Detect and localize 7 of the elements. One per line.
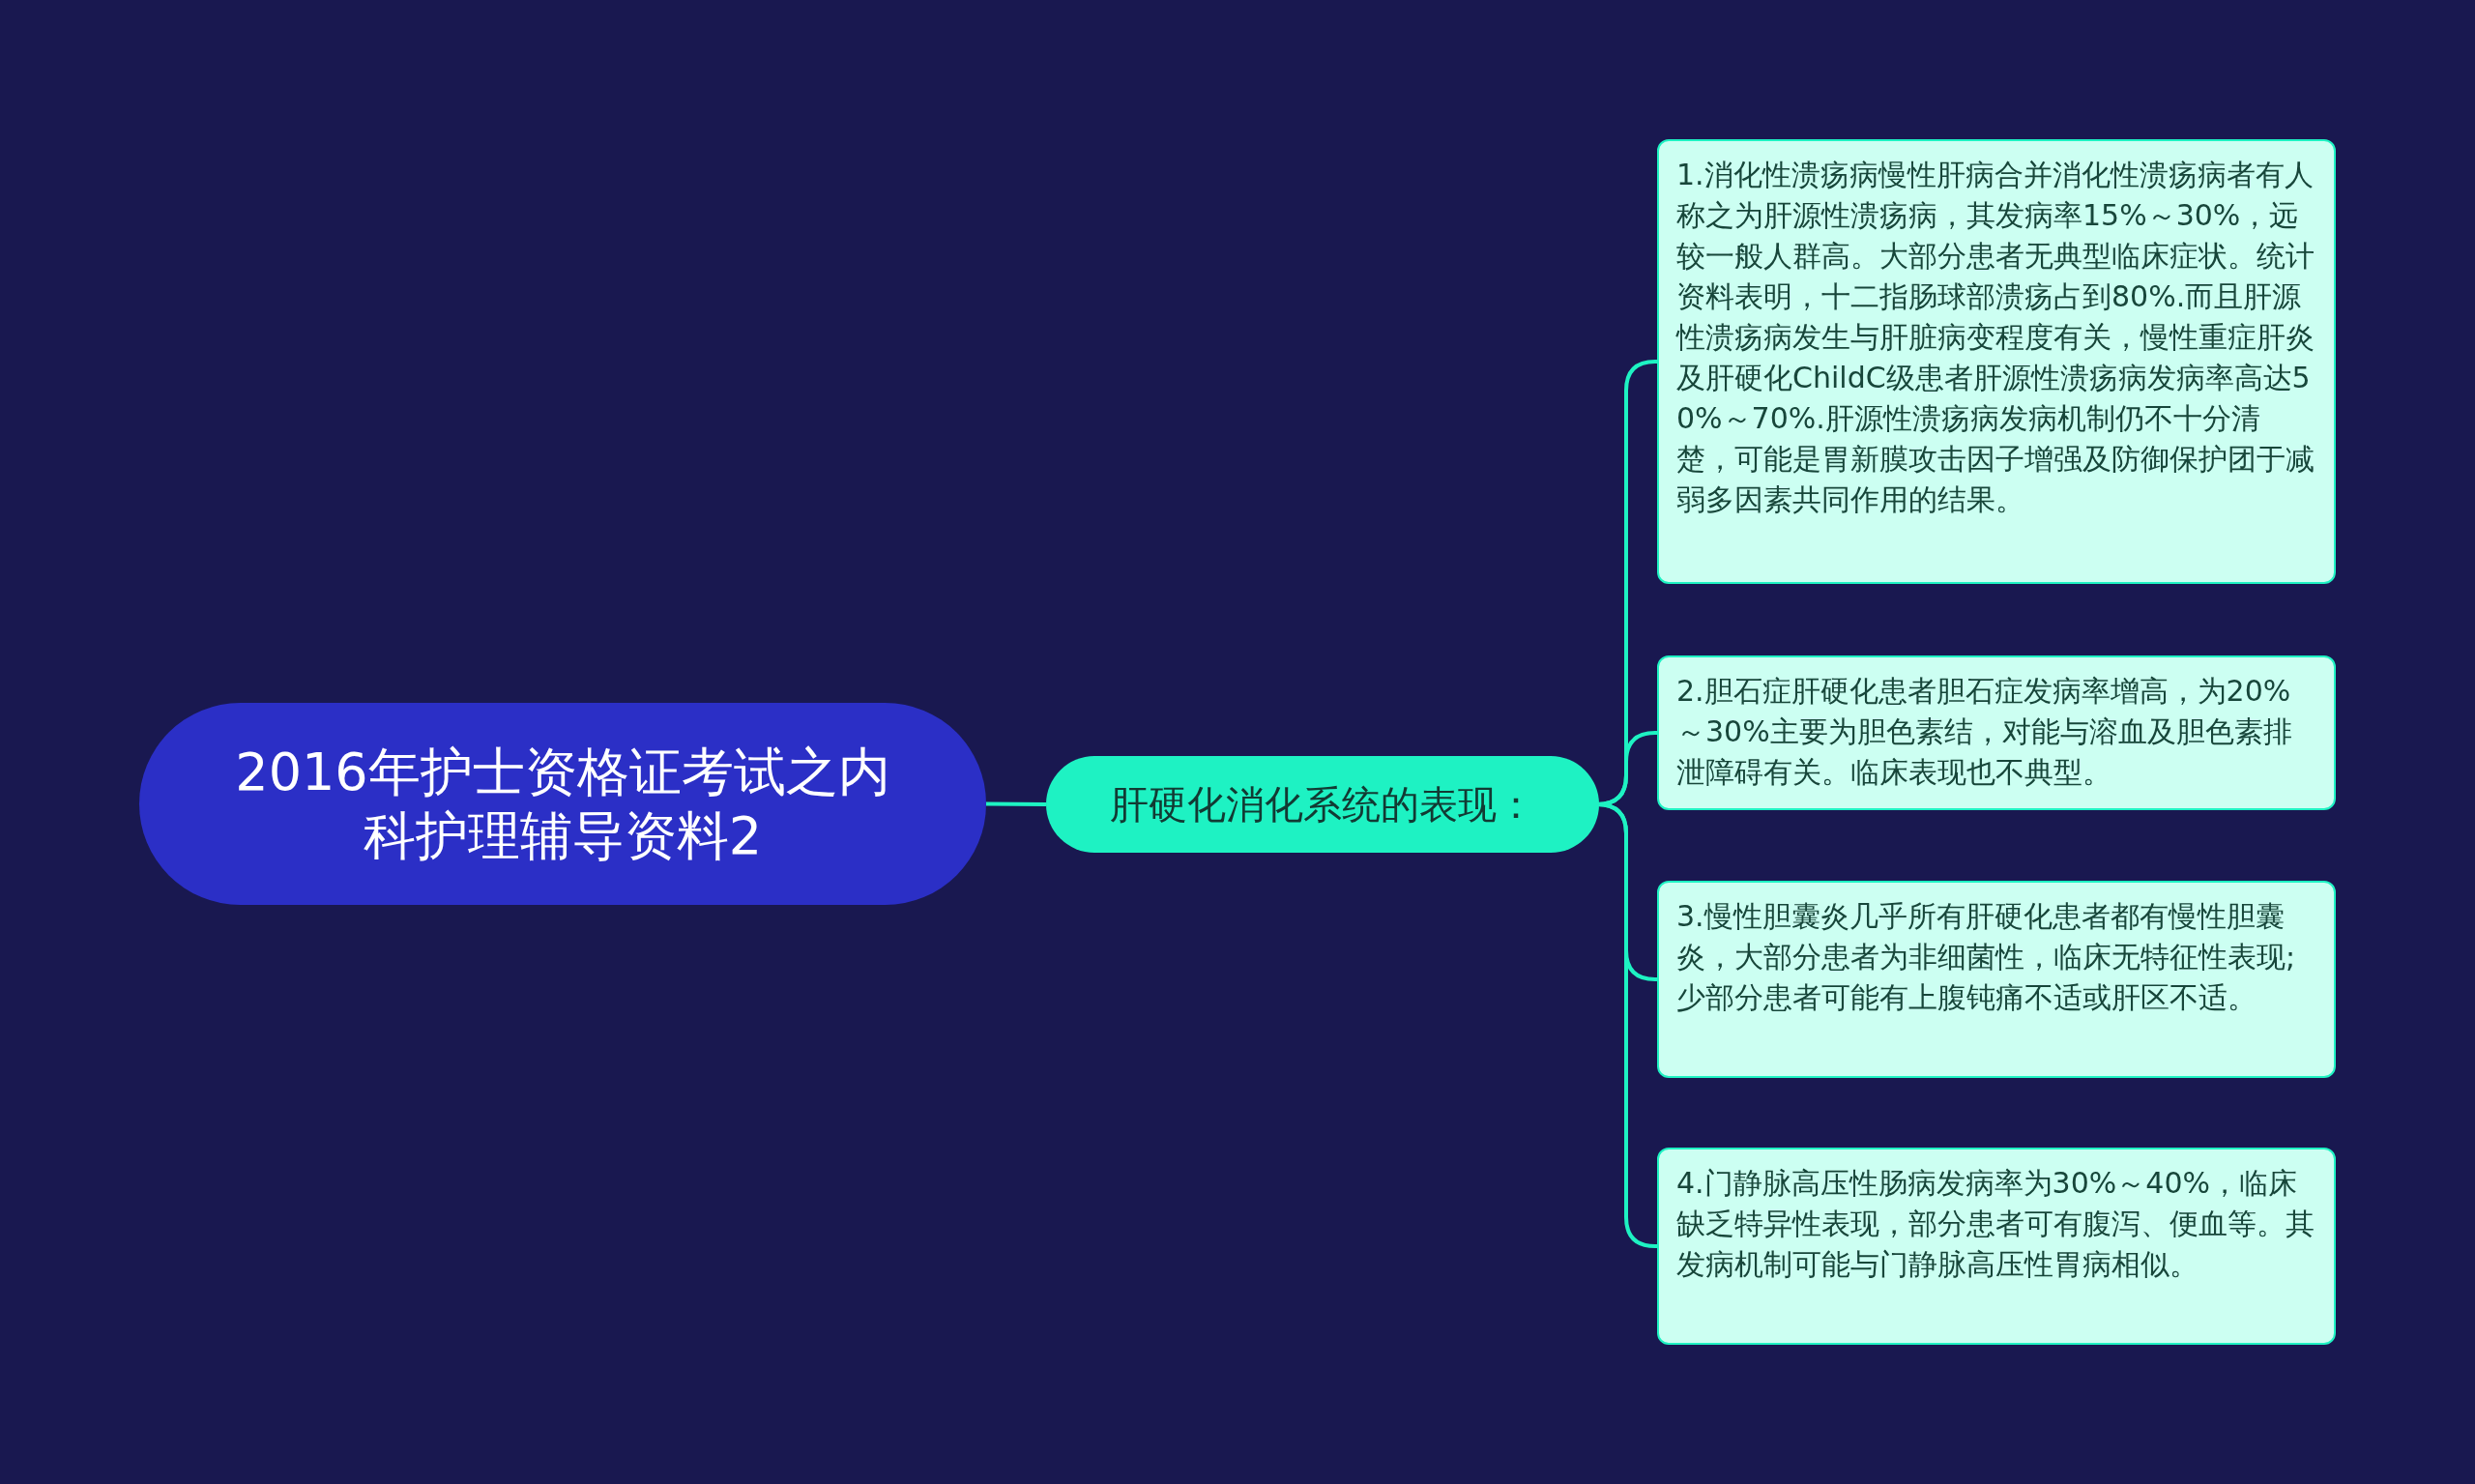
subtopic-pill: 肝硬化消化系统的表现： [1046, 756, 1599, 853]
note-card: 1.消化性溃疡病慢性肝病合并消化性溃疡病者有人称之为肝源性溃疡病，其发病率15%～30%，远较一般人群高。大部分患者无典型临床症状。统计资料表明，十二指肠球部溃疡占到80%.而且肝源性溃疡病发生与肝脏病变程度有关，慢性重症肝炎及肝硬化ChildC级患者肝源性溃疡病发病率高达50%～70%.肝源性溃疡病发病机制仍不十分清楚，可能是胃新膜攻击因子增强及防御保护团于减弱多因素共同作用的结果。 [1657, 139, 2336, 584]
topic-pill: 2016年护士资格证考试之内科护理辅导资料2 [139, 703, 986, 905]
note-card: 2.胆石症肝硬化患者胆石症发病率增高，为20%～30%主要为胆色素结，对能与溶血及胆色素排泄障碍有关。临床表现也不典型。 [1657, 655, 2336, 810]
connector-line [986, 801, 1046, 806]
note-card: 3.慢性胆囊炎几乎所有肝硬化患者都有慢性胆囊炎，大部分患者为非细菌性，临床无特征性表现;少部分患者可能有上腹钝痛不适或肝区不适。 [1657, 881, 2336, 1078]
note-card: 4.门静脉高压性肠病发病率为30%～40%，临床缺乏特异性表现，部分患者可有腹泻、便血等。其发病机制可能与门静脉高压性胃病相似。 [1657, 1148, 2336, 1345]
